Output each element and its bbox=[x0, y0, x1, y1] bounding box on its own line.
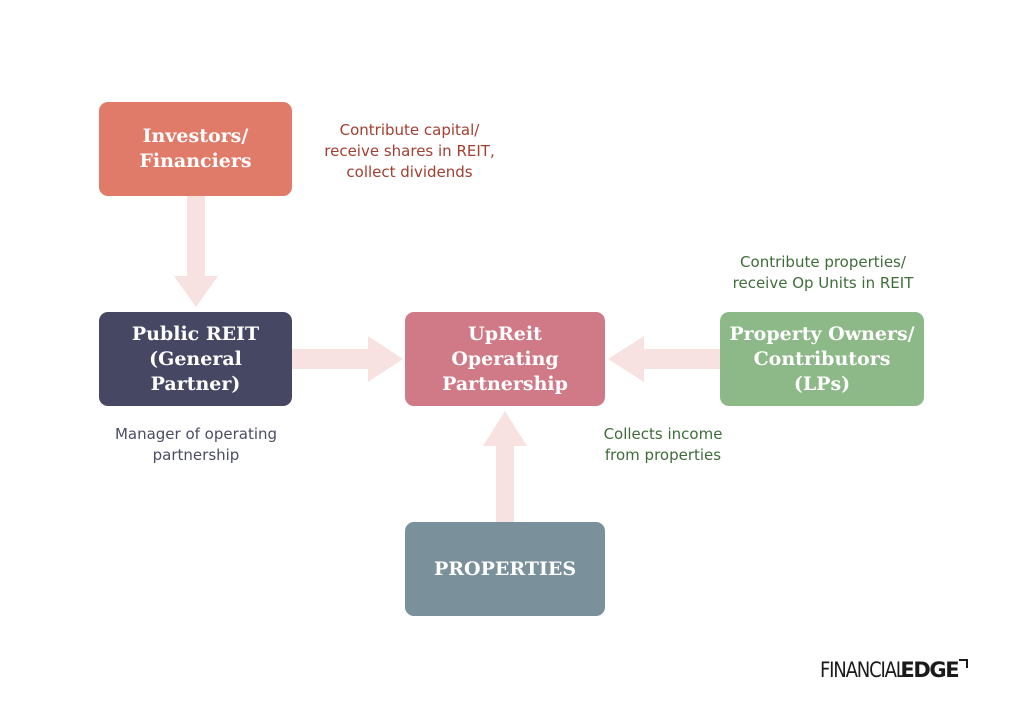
properties-box: PROPERTIES bbox=[405, 522, 605, 616]
arrow-properties-to-upreit bbox=[483, 411, 527, 522]
arrow-reit-to-upreit bbox=[292, 336, 403, 382]
arrow-investors-to-reit bbox=[174, 196, 218, 307]
logo-text-financial: FINANCIAL bbox=[820, 658, 906, 682]
property-owners-box: Property Owners/ Contributors (LPs) bbox=[720, 312, 924, 406]
investors-financiers-box: Investors/ Financiers bbox=[99, 102, 292, 196]
financial-edge-logo: FINANCIAL EDGE bbox=[820, 656, 969, 682]
owners-note: Contribute properties/ receive Op Units … bbox=[732, 253, 914, 292]
logo-text-edge: EDGE bbox=[900, 658, 959, 682]
reit-note: Manager of operating partnership bbox=[114, 425, 278, 464]
upreit-operating-partnership-box: UpReit Operating Partnership bbox=[405, 312, 605, 406]
upreit-note: Collects income from properties bbox=[603, 425, 723, 464]
investors-note: Contribute capital/ receive shares in RE… bbox=[324, 121, 495, 181]
arrow-owners-to-upreit bbox=[608, 336, 720, 382]
logo-corner-icon bbox=[959, 659, 969, 668]
public-reit-box: Public REIT (General Partner) bbox=[99, 312, 292, 406]
